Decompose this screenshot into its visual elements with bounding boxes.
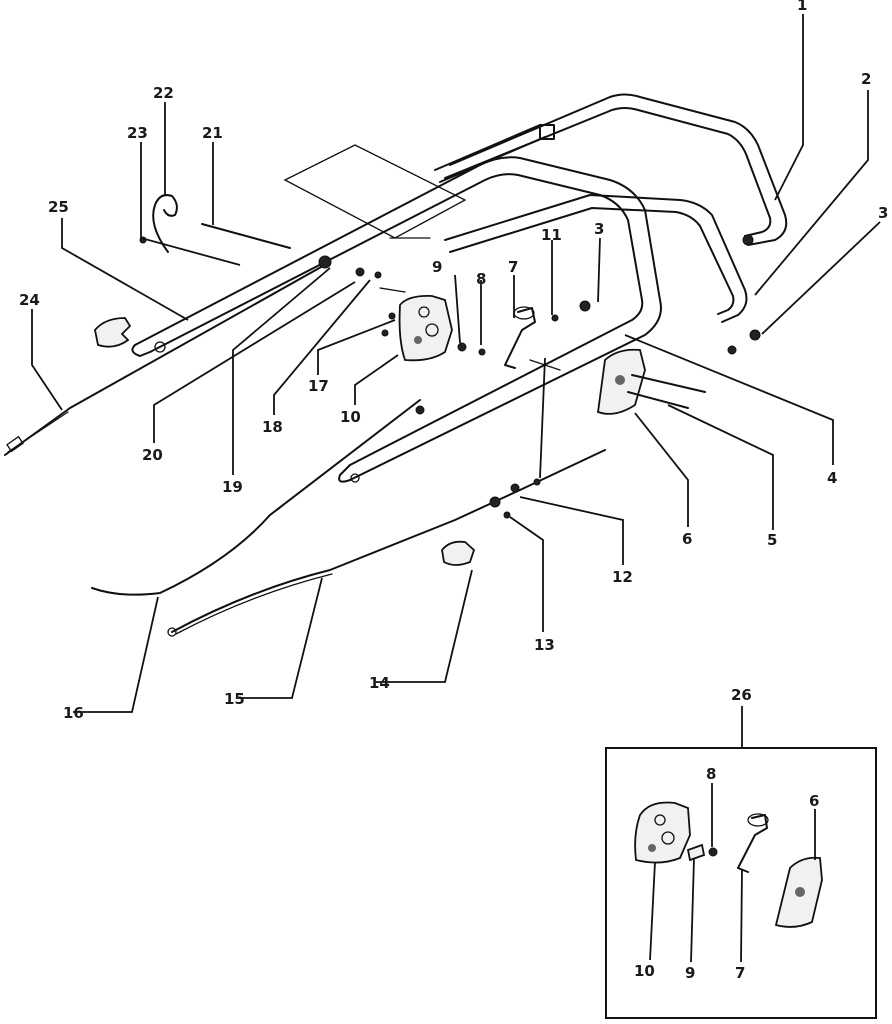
inset-lever-7 (737, 814, 768, 873)
inset-callout-7: 7 (735, 964, 745, 982)
inset-frame (605, 747, 877, 1019)
spring-22 (152, 194, 178, 253)
inset-label-26: 26 (731, 686, 752, 704)
inset-bracket-10 (634, 801, 691, 864)
throttle-cable-24 (4, 261, 331, 456)
callout-15: 15 (224, 690, 245, 708)
callout-3: 3 (594, 220, 604, 238)
callout-23: 23 (127, 124, 148, 142)
callout-13: 13 (534, 636, 555, 654)
callout-21: 21 (202, 124, 223, 142)
callout-3-right: 3 (878, 204, 888, 222)
upper-handle-bar (434, 93, 788, 323)
callout-11: 11 (541, 226, 562, 244)
callout-labels: 1 2 3 3 4 5 6 7 8 9 10 11 12 13 14 15 16… (19, 0, 888, 722)
callout-8: 8 (476, 270, 486, 288)
callout-10: 10 (340, 408, 361, 426)
callout-2: 2 (861, 70, 871, 88)
callout-1: 1 (797, 0, 807, 14)
callout-20: 20 (142, 446, 163, 464)
callout-9: 9 (432, 258, 442, 276)
callout-24: 24 (19, 291, 40, 309)
callout-22: 22 (153, 84, 174, 102)
callout-17: 17 (308, 377, 329, 395)
inset-callout-10: 10 (634, 962, 655, 980)
leader-lines (31, 14, 881, 713)
callout-6: 6 (682, 530, 692, 548)
control-panel-plate (283, 144, 467, 239)
callout-5: 5 (767, 531, 777, 549)
callout-25: 25 (48, 198, 69, 216)
callout-4: 4 (827, 469, 837, 487)
bolt-21 (201, 223, 291, 249)
control-lever-7 (504, 306, 536, 369)
bracket-6 (597, 348, 646, 415)
lower-handle-bar (131, 156, 662, 483)
callout-18: 18 (262, 418, 283, 436)
callout-14: 14 (369, 674, 390, 692)
cable-15 (167, 449, 606, 637)
callout-19: 19 (222, 478, 243, 496)
inset-callout-8: 8 (706, 765, 716, 783)
inset-callout-9: 9 (685, 964, 695, 982)
clip-14 (441, 540, 476, 566)
callout-12: 12 (612, 568, 633, 586)
control-bracket-10 (398, 295, 453, 362)
callout-7: 7 (508, 258, 518, 276)
cable-16 (91, 399, 421, 596)
callout-16: 16 (63, 704, 84, 722)
clip-25 (94, 317, 132, 348)
inset-plate-9 (686, 843, 706, 862)
small-hardware (139, 234, 761, 519)
inset-26: 26 6 7 8 9 10 (605, 686, 877, 1019)
inset-callout-6: 6 (809, 792, 819, 810)
